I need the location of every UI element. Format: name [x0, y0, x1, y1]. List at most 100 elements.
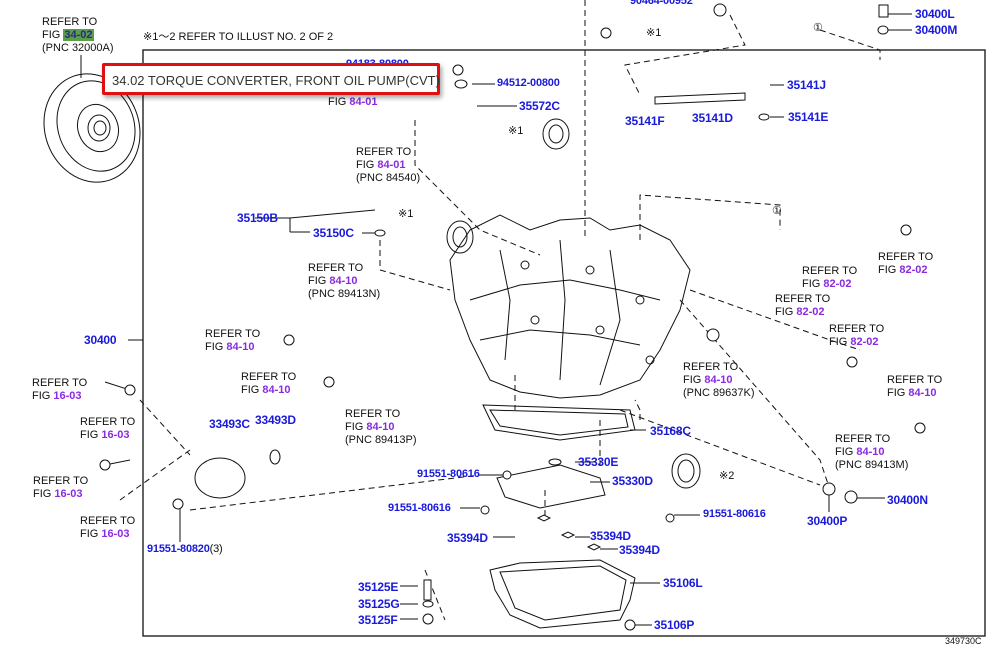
ref-84-01-a: FIG 84-01	[328, 96, 378, 108]
fig-link-84-10[interactable]: 84-10	[329, 275, 358, 287]
figure-tooltip: 34.02 TORQUE CONVERTER, FRONT OIL PUMP(C…	[102, 63, 440, 95]
clip-90464-icon	[713, 3, 727, 17]
mark-circle-1-b: ①	[772, 205, 782, 217]
seal-x2-drawing	[671, 453, 701, 489]
fig-link-84-10[interactable]: 84-10	[908, 387, 937, 399]
plate-35394d-c-icon	[586, 543, 602, 551]
fig-link-16-03[interactable]: 16-03	[101, 528, 130, 540]
oring-35330e-icon	[548, 458, 562, 466]
part-30400m[interactable]: 30400M	[915, 23, 958, 37]
bolt-91551b-icon	[502, 470, 512, 480]
bolt-91551c-icon	[665, 513, 675, 523]
ref-16-03-b: REFER TO FIG 16-03	[80, 416, 136, 441]
clamp-1603a-icon	[124, 384, 136, 396]
fig-link-84-10[interactable]: 84-10	[856, 446, 885, 458]
part-35141j[interactable]: 35141J	[787, 78, 826, 92]
ref-84-01-b: REFER TO FIG 84-01 (PNC 84540)	[356, 146, 421, 184]
oring-35141e-icon	[758, 113, 770, 121]
part-91551-80616-a[interactable]: 91551-80616	[417, 468, 480, 480]
fig-link-84-01[interactable]: 84-01	[377, 159, 406, 171]
transmission-case-drawing	[449, 214, 691, 399]
plug-30400l-icon	[878, 4, 889, 18]
torque-converter-drawing	[43, 55, 141, 183]
part-30400p[interactable]: 30400P	[807, 514, 848, 528]
fig-link-82-02[interactable]: 82-02	[823, 278, 852, 290]
gasket-30400p-icon	[822, 482, 836, 496]
part-35125e[interactable]: 35125E	[358, 580, 399, 594]
part-35106l[interactable]: 35106L	[663, 576, 703, 590]
part-35141e[interactable]: 35141E	[788, 110, 829, 124]
fig-link-84-10[interactable]: 84-10	[704, 374, 733, 386]
part-91551-80616-c[interactable]: 91551-80616	[703, 508, 766, 520]
ref-84-10-p: REFER TO FIG 84-10 (PNC 89413P)	[345, 408, 417, 446]
bolt-8202d-icon	[846, 356, 858, 368]
part-35394d-c[interactable]: 35394D	[619, 543, 660, 557]
fig-link-16-03[interactable]: 16-03	[101, 429, 130, 441]
part-35141f[interactable]: 35141F	[625, 114, 665, 128]
part-35150b[interactable]: 35150B	[237, 211, 278, 225]
part-35572c[interactable]: 35572C	[519, 99, 560, 113]
ref-84-10-b: REFER TO FIG 84-10	[241, 371, 297, 396]
part-91551-80616-b[interactable]: 91551-80616	[388, 502, 451, 514]
part-35394d-a[interactable]: 35394D	[447, 531, 488, 545]
mark-x1-a: ※1	[646, 27, 662, 39]
fig-link-82-02[interactable]: 82-02	[850, 336, 879, 348]
bolt-8410c-icon	[914, 422, 926, 434]
seal-x1-drawing	[446, 220, 474, 254]
ref-82-02-d: REFER TO FIG 82-02	[829, 323, 885, 348]
bolt-91551-icon	[480, 505, 490, 515]
fig-link-82-02[interactable]: 82-02	[899, 264, 928, 276]
part-35168c[interactable]: 35168C	[650, 424, 691, 438]
part-35330d[interactable]: 35330D	[612, 474, 653, 488]
fig-link-84-10[interactable]: 84-10	[226, 341, 255, 353]
plate-35394d-a-icon	[536, 514, 552, 522]
part-91551-80820-link[interactable]: 91551-80820	[147, 543, 210, 555]
fig-link-82-02[interactable]: 82-02	[796, 306, 825, 318]
ref-82-02-b: REFER TO FIG 82-02	[878, 251, 934, 276]
bolt-x1-icon	[600, 27, 612, 39]
oring-33493d-icon	[269, 449, 281, 465]
bolt-8202a-icon	[900, 224, 912, 236]
bolt-91551-80820-icon	[172, 498, 184, 510]
fig-link-34-02[interactable]: 34-02	[63, 29, 94, 41]
plate-35394d-b-icon	[560, 531, 576, 539]
part-35141d[interactable]: 35141D	[692, 111, 733, 125]
part-35150c[interactable]: 35150C	[313, 226, 354, 240]
part-30400l[interactable]: 30400L	[915, 7, 955, 21]
nut-94183-icon	[452, 64, 464, 76]
washer-94512-icon	[454, 79, 468, 89]
gasket-30400m-icon	[877, 25, 889, 35]
bolt-8410a-icon	[283, 334, 295, 346]
part-33493d[interactable]: 33493D	[255, 413, 296, 427]
fig-link-84-01[interactable]: 84-01	[349, 96, 378, 108]
ref-16-03-d: REFER TO FIG 16-03	[80, 515, 136, 540]
part-35125f[interactable]: 35125F	[358, 613, 398, 627]
part-30400[interactable]: 30400	[84, 333, 117, 347]
ref-16-03-c: REFER TO FIG 16-03	[33, 475, 89, 500]
washer-35125g-icon	[422, 600, 434, 608]
part-33493c[interactable]: 33493C	[209, 417, 250, 431]
fig-link-84-10[interactable]: 84-10	[262, 384, 291, 396]
illustration-note: ※1～2 REFER TO ILLUST NO. 2 OF 2	[143, 31, 334, 43]
mark-x1-c: ※1	[398, 208, 414, 220]
nut-35125f-icon	[422, 613, 434, 625]
part-35125g[interactable]: 35125G	[358, 597, 400, 611]
fig-link-16-03[interactable]: 16-03	[54, 488, 83, 500]
oil-pan-drawing	[489, 559, 636, 629]
sensor-89637k-icon	[706, 328, 720, 342]
fig-link-84-10[interactable]: 84-10	[366, 421, 395, 433]
plug-30400n-icon	[844, 490, 858, 504]
part-30400n[interactable]: 30400N	[887, 493, 928, 507]
part-35330e[interactable]: 35330E	[578, 455, 619, 469]
mark-x2: ※2	[719, 470, 735, 482]
fig-link-16-03[interactable]: 16-03	[53, 390, 82, 402]
ref-84-10-c: REFER TO FIG 84-10	[887, 374, 943, 399]
part-35394d-b[interactable]: 35394D	[590, 529, 631, 543]
part-90464-00952[interactable]: 90464-00952	[630, 0, 693, 7]
part-35106p[interactable]: 35106P	[654, 618, 695, 632]
oil-cooler-drawing	[194, 457, 246, 499]
frame-border	[142, 49, 986, 637]
part-94512-00800[interactable]: 94512-00800	[497, 77, 560, 89]
